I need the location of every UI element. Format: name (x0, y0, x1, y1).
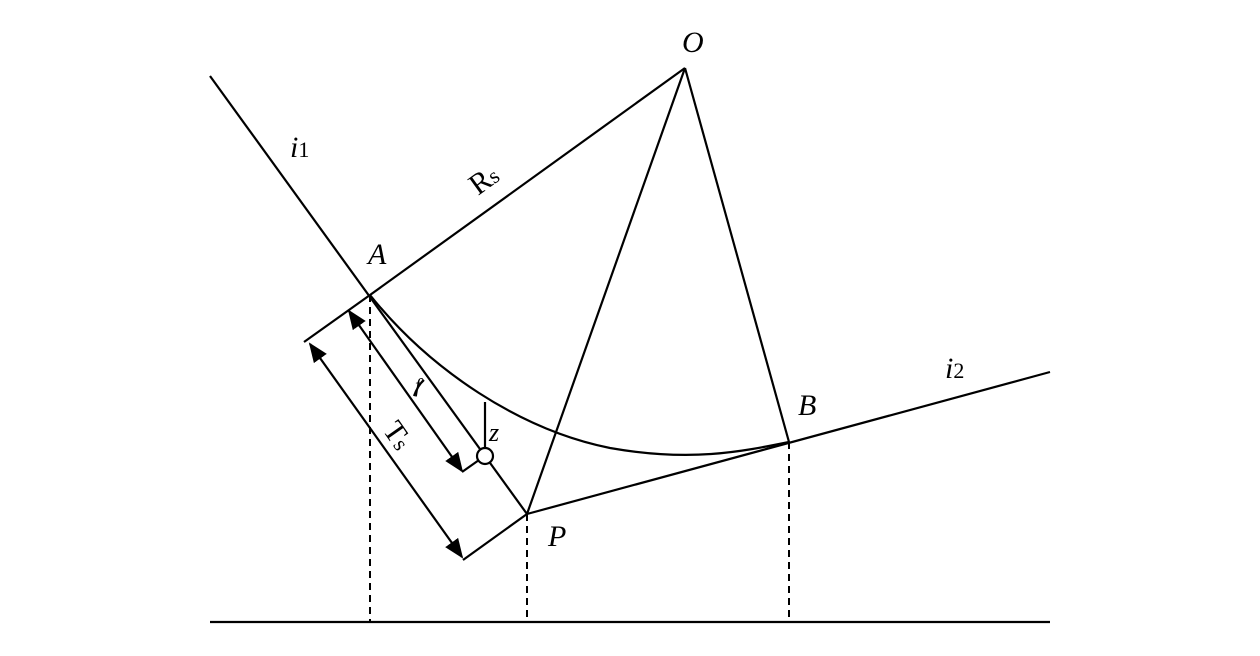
label-O: O (682, 26, 704, 59)
label-B: B (798, 389, 816, 422)
point-marker (475, 446, 495, 466)
label-i1: i1 (290, 131, 309, 164)
label-z: z (488, 418, 499, 447)
radius-line-OB (683, 67, 791, 443)
label-Rs: Rs (463, 158, 506, 201)
ts-dimension-arrow (308, 342, 464, 559)
f-leader (412, 379, 425, 397)
f-dimension-arrow (347, 309, 464, 473)
label-i2: i2 (945, 352, 964, 385)
line-OP (525, 67, 687, 515)
label-A: A (366, 238, 387, 271)
label-P: P (547, 520, 566, 553)
extension-line-A (303, 294, 371, 343)
label-f: f (415, 375, 423, 397)
radius-line-OA (369, 67, 686, 296)
label-Ts: Ts (376, 415, 418, 456)
extension-line-P (462, 513, 528, 561)
f-extension-line (461, 459, 480, 473)
